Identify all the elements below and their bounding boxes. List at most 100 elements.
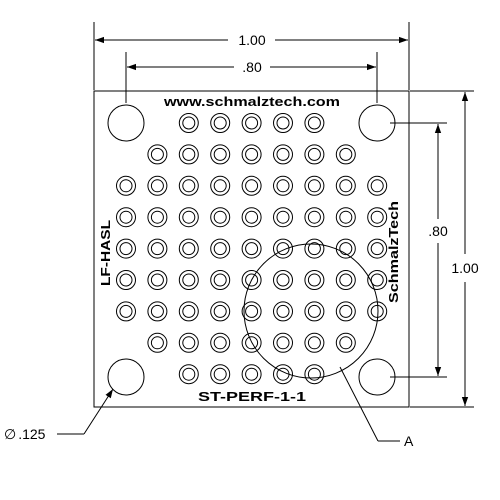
pad-ring	[304, 175, 325, 196]
pad-hole	[245, 367, 259, 381]
pad-ring	[367, 270, 388, 290]
board-part-number-text: ST-PERF-1-1	[198, 390, 306, 404]
pad-hole	[213, 147, 227, 161]
mounting-hole-top-right	[358, 104, 396, 142]
pad-ring	[116, 175, 136, 196]
pad-hole	[370, 210, 384, 224]
pad-hole	[150, 336, 164, 350]
pad-ring	[304, 144, 325, 165]
pad-hole	[213, 210, 227, 224]
pad-hole	[307, 147, 321, 161]
diameter-leader-arrow	[83, 388, 114, 435]
pad-ring	[304, 364, 325, 385]
pad-hole	[276, 336, 290, 350]
pad-hole	[276, 273, 290, 287]
pad-hole	[182, 179, 196, 193]
pad-hole	[370, 273, 384, 287]
pad-ring	[147, 301, 168, 322]
pad-ring	[178, 238, 199, 259]
pad-ring	[335, 270, 356, 290]
pad-ring	[147, 175, 168, 196]
pad-hole	[150, 179, 164, 193]
pad-ring	[178, 144, 199, 165]
pad-hole	[307, 304, 321, 318]
pad-hole	[307, 273, 321, 287]
pad-ring	[304, 301, 325, 322]
pad-ring	[335, 301, 356, 322]
pad-hole	[307, 179, 321, 193]
pad-hole	[150, 242, 164, 256]
mounting-hole-bottom-right	[358, 358, 396, 396]
overall-height-label: 1.00	[451, 260, 478, 276]
pad-hole	[182, 273, 196, 287]
pad-hole	[307, 242, 321, 256]
pad-hole	[339, 304, 353, 318]
pad-hole	[150, 304, 164, 318]
pad-hole	[245, 147, 259, 161]
pad-ring	[241, 270, 262, 290]
pad-hole	[182, 210, 196, 224]
pad-hole	[213, 304, 227, 318]
hole-spacing-height-label: .80	[428, 223, 448, 239]
pad-ring	[178, 332, 199, 353]
pad-ring	[241, 301, 262, 322]
pad-ring	[178, 113, 199, 133]
pad-ring	[367, 175, 388, 196]
pad-hole	[213, 273, 227, 287]
pad-hole	[245, 116, 259, 130]
pad-hole	[213, 179, 227, 193]
pad-ring	[147, 270, 168, 290]
pad-ring	[241, 113, 262, 133]
board-brand-text: SchmalzTech	[387, 201, 401, 303]
pad-hole	[276, 179, 290, 193]
pad-ring	[335, 175, 356, 196]
diameter-label: ∅.125	[4, 426, 46, 442]
pad-hole	[150, 273, 164, 287]
pad-hole	[307, 367, 321, 381]
pad-ring	[116, 301, 136, 322]
detail-leader-line	[339, 366, 379, 442]
pad-ring	[178, 270, 199, 290]
pad-hole	[245, 210, 259, 224]
pad-ring	[210, 144, 231, 165]
pad-hole	[339, 179, 353, 193]
pad-ring	[241, 332, 262, 353]
pad-hole	[276, 304, 290, 318]
pad-hole	[119, 210, 133, 224]
pad-hole	[276, 242, 290, 256]
pad-ring	[304, 332, 325, 353]
pad-ring	[273, 144, 293, 165]
pad-hole	[182, 367, 196, 381]
pad-ring	[210, 364, 231, 385]
pad-ring	[367, 207, 388, 228]
mounting-hole-top-left	[107, 104, 145, 142]
pad-ring	[210, 332, 231, 353]
pad-ring	[241, 144, 262, 165]
pad-ring	[273, 301, 293, 322]
pad-hole	[339, 273, 353, 287]
hole-spacing-width-label: .80	[242, 59, 262, 75]
pad-hole	[245, 336, 259, 350]
pad-ring	[367, 238, 388, 259]
pad-ring	[304, 238, 325, 259]
pad-hole	[339, 210, 353, 224]
pad-ring	[210, 175, 231, 196]
pad-hole	[119, 304, 133, 318]
board-outline	[93, 90, 410, 408]
pad-hole	[307, 116, 321, 130]
pad-ring	[241, 175, 262, 196]
pad-hole	[213, 367, 227, 381]
pad-hole	[150, 210, 164, 224]
pad-hole	[182, 336, 196, 350]
pad-ring	[273, 270, 293, 290]
pad-ring	[273, 332, 293, 353]
board-website-text: www.schmalztech.com	[163, 95, 340, 109]
pad-hole	[339, 336, 353, 350]
pad-hole	[339, 147, 353, 161]
pad-hole	[276, 116, 290, 130]
pad-hole	[370, 179, 384, 193]
detail-circle-a	[243, 243, 379, 379]
pad-hole	[276, 147, 290, 161]
